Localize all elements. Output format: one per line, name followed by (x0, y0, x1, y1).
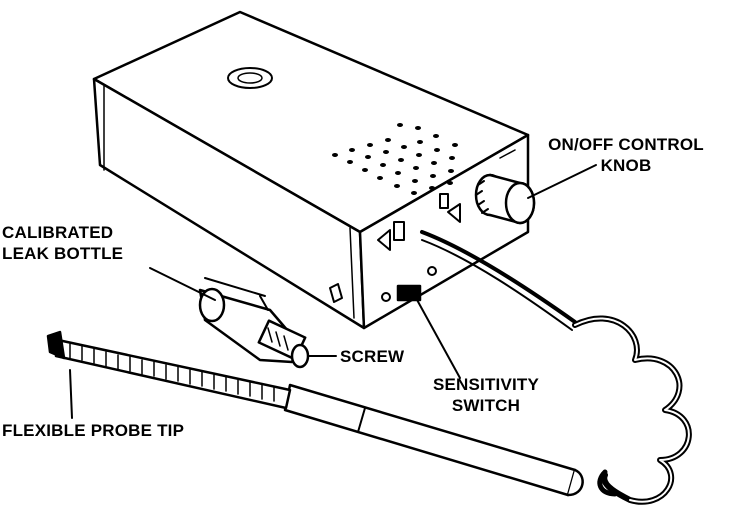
leader-lines (69, 164, 597, 419)
sensitivity-label-line1: SENSITIVITY (432, 375, 540, 394)
on-off-knob (474, 173, 536, 225)
sensitivity-switch (396, 284, 422, 302)
detector-housing (92, 10, 530, 330)
screw-label: SCREW (340, 347, 405, 366)
speaker-grille (332, 123, 458, 195)
coiled-cable (420, 230, 692, 505)
flexible-probe-tip-label: FLEXIBLE PROBE TIP (2, 421, 185, 440)
sensitivity-switch-label: SENSITIVITY SWITCH (416, 374, 556, 416)
sensitivity-label-line2: SWITCH (451, 396, 521, 415)
on-off-label-line1: ON/OFF CONTROL (548, 135, 704, 154)
on-off-label-line2: KNOB (600, 156, 652, 175)
calibrated-label-line1: CALIBRATED (2, 223, 114, 242)
on-off-control-knob-label: ON/OFF CONTROL KNOB (546, 134, 706, 176)
calibrated-label-line2: LEAK BOTTLE (2, 244, 124, 263)
leak-bottle (198, 277, 310, 369)
flexible-probe (46, 330, 292, 410)
calibrated-leak-bottle-label: CALIBRATED LEAK BOTTLE (2, 222, 123, 264)
